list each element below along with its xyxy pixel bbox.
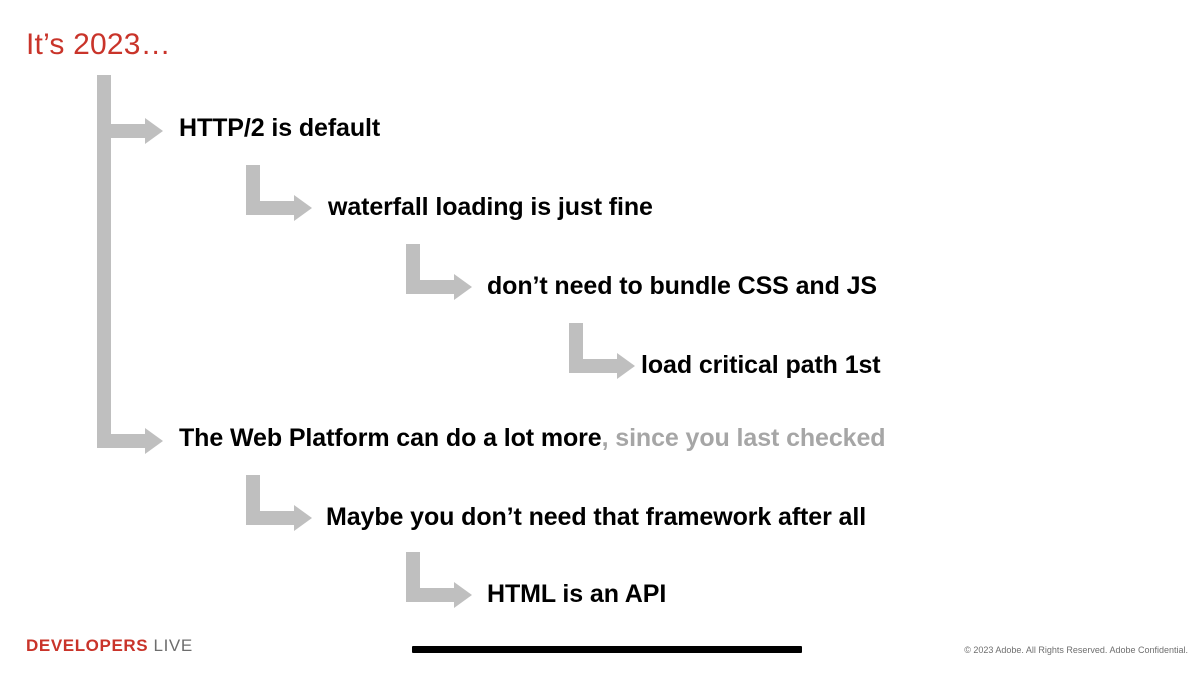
connector-bundle-to-critical-path bbox=[569, 323, 651, 385]
bullet-web-platform: The Web Platform can do a lot more, sinc… bbox=[179, 424, 886, 453]
connector-arrowhead bbox=[145, 428, 163, 454]
connector-horizontal-segment bbox=[569, 359, 617, 373]
connector-arrowhead bbox=[294, 505, 312, 531]
connector-arrowhead bbox=[617, 353, 635, 379]
page-title: It’s 2023… bbox=[26, 28, 171, 61]
footer-logo-developers: DEVELOPERS bbox=[26, 636, 149, 655]
bullet-http2-default: HTTP/2 is default bbox=[179, 114, 381, 142]
connector-arrowhead bbox=[454, 274, 472, 300]
footer-logo-live: LIVE bbox=[148, 636, 193, 655]
connector-trunk-to-web-platform bbox=[97, 75, 179, 460]
footer-progress-bar bbox=[412, 646, 802, 653]
connector-horizontal-segment bbox=[246, 511, 294, 525]
connector-arrowhead bbox=[145, 118, 163, 144]
bullet-critical-path: load critical path 1st bbox=[641, 351, 881, 379]
bullet-html-api: HTML is an API bbox=[487, 580, 667, 608]
connector-vertical-segment bbox=[97, 75, 111, 448]
bullet-waterfall-loading: waterfall loading is just fine bbox=[328, 193, 653, 221]
bullet-no-bundle: don’t need to bundle CSS and JS bbox=[487, 272, 877, 300]
footer-copyright: © 2023 Adobe. All Rights Reserved. Adobe… bbox=[964, 645, 1188, 655]
connector-http2-to-waterfall bbox=[246, 165, 328, 227]
connector-arrowhead bbox=[454, 582, 472, 608]
bullet-framework: Maybe you don’t need that framework afte… bbox=[326, 503, 867, 531]
connector-web-platform-to-framework bbox=[246, 475, 328, 537]
connector-waterfall-to-bundle bbox=[406, 244, 488, 306]
connector-horizontal-segment bbox=[246, 201, 294, 215]
connector-horizontal-segment bbox=[406, 588, 454, 602]
bullet-web-platform-suffix: , since you last checked bbox=[601, 424, 886, 452]
connector-framework-to-html-api bbox=[406, 552, 488, 614]
connector-horizontal-segment bbox=[406, 280, 454, 294]
footer-logo: DEVELOPERS LIVE bbox=[26, 636, 193, 656]
connector-arrowhead bbox=[294, 195, 312, 221]
connector-horizontal-segment bbox=[97, 434, 145, 448]
bullet-web-platform-main: The Web Platform can do a lot more bbox=[179, 424, 602, 452]
